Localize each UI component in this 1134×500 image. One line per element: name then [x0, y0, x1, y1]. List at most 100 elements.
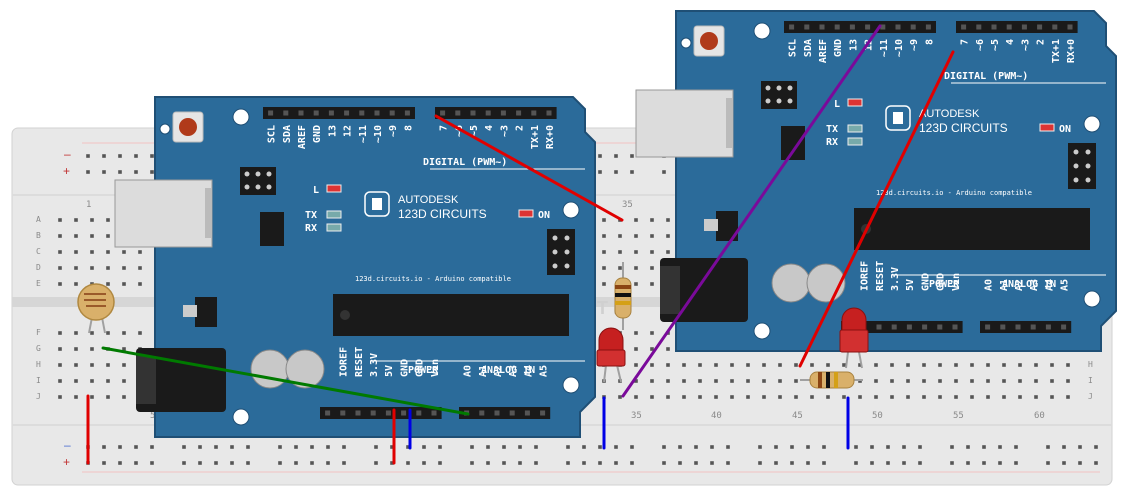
header-pin — [268, 110, 274, 116]
hole — [614, 461, 618, 465]
header-body — [320, 407, 442, 419]
pin-label: 8 — [403, 125, 414, 131]
hole — [694, 445, 698, 449]
hole — [630, 445, 634, 449]
hole — [966, 445, 970, 449]
header-pin — [470, 110, 476, 116]
hole — [822, 445, 826, 449]
hole — [746, 379, 750, 383]
wire-purple[interactable] — [621, 24, 882, 398]
hole — [826, 395, 830, 399]
hole — [598, 461, 602, 465]
hole — [122, 250, 126, 254]
hole — [762, 395, 766, 399]
hole — [790, 461, 794, 465]
header-pin — [401, 410, 407, 416]
hole — [406, 445, 410, 449]
wire-red[interactable] — [798, 50, 955, 368]
row-letter: H — [1088, 360, 1093, 369]
header-pin — [1015, 324, 1021, 330]
hole — [74, 395, 78, 399]
hole — [90, 266, 94, 270]
header-pin — [500, 110, 506, 116]
mount-hole — [159, 123, 171, 135]
hole — [534, 445, 538, 449]
pin-label: ~3 — [499, 125, 510, 137]
hole — [710, 461, 714, 465]
hole — [74, 266, 78, 270]
hole — [90, 363, 94, 367]
hole — [874, 379, 878, 383]
photoresistor[interactable] — [77, 283, 115, 334]
hole — [122, 282, 126, 286]
hole — [762, 363, 766, 367]
hole — [970, 363, 974, 367]
hole — [214, 461, 218, 465]
pin-label: 8 — [924, 39, 935, 45]
hole — [342, 461, 346, 465]
pin-label: A5 — [539, 365, 550, 377]
hole — [106, 234, 110, 238]
hole — [650, 363, 654, 367]
mount-hole — [562, 376, 580, 394]
resistor-2[interactable] — [800, 371, 863, 389]
header-pin — [509, 410, 515, 416]
pin-label: SCL — [788, 39, 799, 57]
header-pin — [328, 110, 334, 116]
hole — [662, 170, 666, 174]
hole — [1094, 461, 1098, 465]
hole — [630, 154, 634, 158]
wire-green[interactable] — [101, 346, 470, 416]
capacitor — [250, 349, 290, 389]
pin-label: ~11 — [879, 39, 890, 57]
pin-label: ~9 — [909, 39, 920, 51]
header-pin — [313, 110, 319, 116]
tx-led — [847, 124, 863, 133]
usb-chip — [781, 126, 805, 160]
capacitor — [771, 263, 811, 303]
hole — [710, 445, 714, 449]
reset-button[interactable] — [700, 32, 718, 50]
hole — [1050, 363, 1054, 367]
wire-red[interactable] — [434, 114, 624, 222]
hole — [890, 363, 894, 367]
header-pin — [531, 110, 537, 116]
hole — [954, 363, 958, 367]
header-pin — [355, 410, 361, 416]
hole — [938, 379, 942, 383]
hole — [906, 395, 910, 399]
hole — [870, 461, 874, 465]
pin-label: SCL — [267, 125, 278, 143]
header-pin — [298, 110, 304, 116]
reset-button[interactable] — [179, 118, 197, 136]
header-pin — [849, 24, 855, 30]
header-pin — [985, 324, 991, 330]
resistor-1[interactable] — [614, 262, 632, 330]
hole — [1066, 379, 1070, 383]
hole — [150, 461, 154, 465]
hole — [998, 461, 1002, 465]
pin-label: TX+1 — [530, 125, 541, 149]
pin-label: ~10 — [373, 125, 384, 143]
wires — [86, 24, 955, 465]
red-led-2[interactable] — [839, 307, 869, 369]
hole — [374, 445, 378, 449]
header-body — [956, 21, 1078, 33]
hole — [134, 170, 138, 174]
hole — [182, 445, 186, 449]
hole — [794, 379, 798, 383]
pin-label: ~3 — [1020, 39, 1031, 51]
hole — [118, 170, 122, 174]
hole — [666, 347, 670, 351]
hole — [566, 445, 570, 449]
row-letter: H — [36, 360, 41, 369]
hole — [106, 282, 110, 286]
red-led-1[interactable] — [596, 327, 626, 383]
microcontroller-chip — [333, 294, 569, 336]
hole — [138, 250, 142, 254]
hole — [970, 395, 974, 399]
digital-header-label: DIGITAL (PWM~) — [944, 71, 1028, 82]
